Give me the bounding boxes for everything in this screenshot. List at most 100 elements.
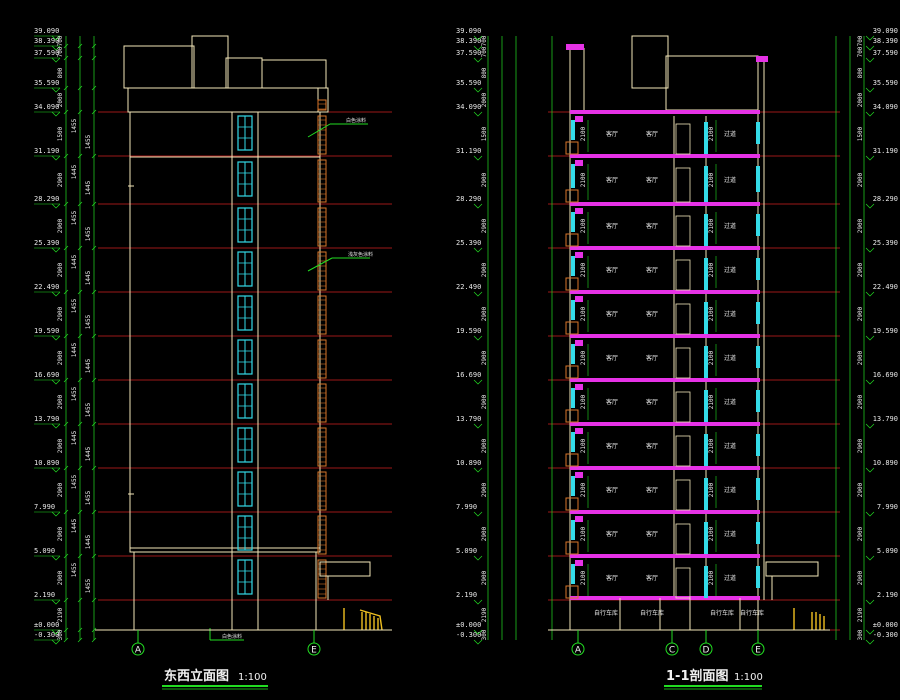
left-canopy: [319, 561, 371, 600]
lintel: [575, 160, 583, 166]
dim-value: 2900: [481, 526, 488, 541]
dim-value: 2900: [57, 172, 64, 187]
level-label: 5.090: [34, 547, 55, 555]
level-label: 25.390: [456, 239, 481, 247]
stair-window: [237, 161, 253, 197]
dim-value: 300: [57, 629, 64, 640]
door: [675, 479, 691, 511]
dim-tick: [91, 289, 97, 295]
dim-tick: [91, 509, 97, 515]
level-label-right: 13.790: [873, 415, 898, 423]
level-label: 13.790: [34, 415, 59, 423]
right-drawing-title: 1-1剖面图: [666, 668, 729, 684]
dim-sub: 1455: [85, 134, 92, 149]
dim-tick: [91, 153, 97, 159]
level-marker: [473, 155, 483, 161]
level-marker-right: [865, 467, 875, 473]
balcony: [565, 189, 579, 203]
level-label: 7.990: [456, 503, 477, 511]
level-marker-right: [865, 155, 875, 161]
door-jamb: [704, 122, 708, 154]
level-marker: [51, 467, 61, 473]
level-label-right: -0.300: [873, 631, 898, 639]
level-label: 10.890: [34, 459, 59, 467]
level-label-right: 22.490: [873, 283, 898, 291]
door: [675, 215, 691, 247]
stair-window: [237, 515, 253, 551]
left-level-labels: -0.300±0.0002.1905.0907.99010.89013.7901…: [34, 27, 61, 645]
stair-window: [237, 383, 253, 419]
room-label: 客厅: [646, 310, 658, 318]
level-marker: [51, 629, 61, 635]
level-marker: [473, 87, 483, 93]
level-marker: [473, 629, 483, 635]
room-label: 过道: [724, 398, 736, 406]
section-window: [571, 564, 575, 584]
floor-slab: [570, 422, 760, 426]
dim-tick: [63, 627, 69, 633]
floor-slab: [570, 334, 760, 338]
axis-label-e-right: E: [755, 646, 761, 656]
level-marker: [51, 379, 61, 385]
dim-value: 2900: [481, 438, 488, 453]
dim-value-right: 2000: [857, 92, 864, 107]
level-label: 31.190: [34, 147, 59, 155]
dim-value: 2900: [57, 526, 64, 541]
dim-value: 2900: [481, 570, 488, 585]
section-window: [756, 390, 760, 412]
section-window: [756, 522, 760, 544]
section-window: [571, 344, 575, 364]
door-jamb: [704, 258, 708, 290]
stair-window: [237, 207, 253, 243]
dim-sub: 1445: [71, 518, 78, 533]
level-marker: [51, 111, 61, 117]
section-window: [571, 432, 575, 452]
room-label: 过道: [724, 130, 736, 138]
callout-mid: 浅灰色涂料: [348, 251, 373, 258]
floor-slab: [570, 554, 760, 558]
room-label: 客厅: [646, 222, 658, 230]
dim-tick: [77, 289, 83, 295]
dim-tick: [63, 553, 69, 559]
dim-sub: 1445: [85, 446, 92, 461]
dim-value-right: 2900: [857, 570, 864, 585]
room-label: 客厅: [646, 574, 658, 582]
lintel: [575, 516, 583, 522]
level-label: -0.300: [456, 631, 481, 639]
dim-tick: [91, 637, 97, 643]
dim-tick: [77, 597, 83, 603]
section-window: [571, 256, 575, 276]
dim-value: 2900: [57, 262, 64, 277]
section-window: [571, 212, 575, 232]
level-label: 10.890: [456, 459, 481, 467]
right-floor-slabs: 2100210021002100210021002100210021002100…: [565, 110, 760, 600]
level-label: 2.190: [34, 591, 55, 599]
stair-window: [237, 115, 253, 151]
section-window: [756, 214, 760, 236]
floor-slab: [570, 290, 760, 294]
level-marker-right: [865, 423, 875, 429]
door-height: 2100: [708, 262, 715, 277]
lintel: [575, 296, 583, 302]
dim-tick: [77, 55, 83, 61]
door-height: 2100: [708, 126, 715, 141]
dim-tick: [77, 553, 83, 559]
level-label-right: 25.390: [873, 239, 898, 247]
level-marker-right: [865, 511, 875, 517]
door: [675, 303, 691, 335]
dim-tick: [77, 509, 83, 515]
balcony: [565, 453, 579, 467]
level-label: 13.790: [456, 415, 481, 423]
section-window: [571, 120, 575, 140]
section-window: [756, 478, 760, 500]
window-height: 2100: [580, 306, 587, 321]
balcony: [565, 233, 579, 247]
stair-window: [237, 471, 253, 507]
level-marker: [473, 639, 483, 645]
room-label: 客厅: [606, 176, 618, 184]
dim-value: 2900: [481, 394, 488, 409]
dim-tick: [77, 627, 83, 633]
